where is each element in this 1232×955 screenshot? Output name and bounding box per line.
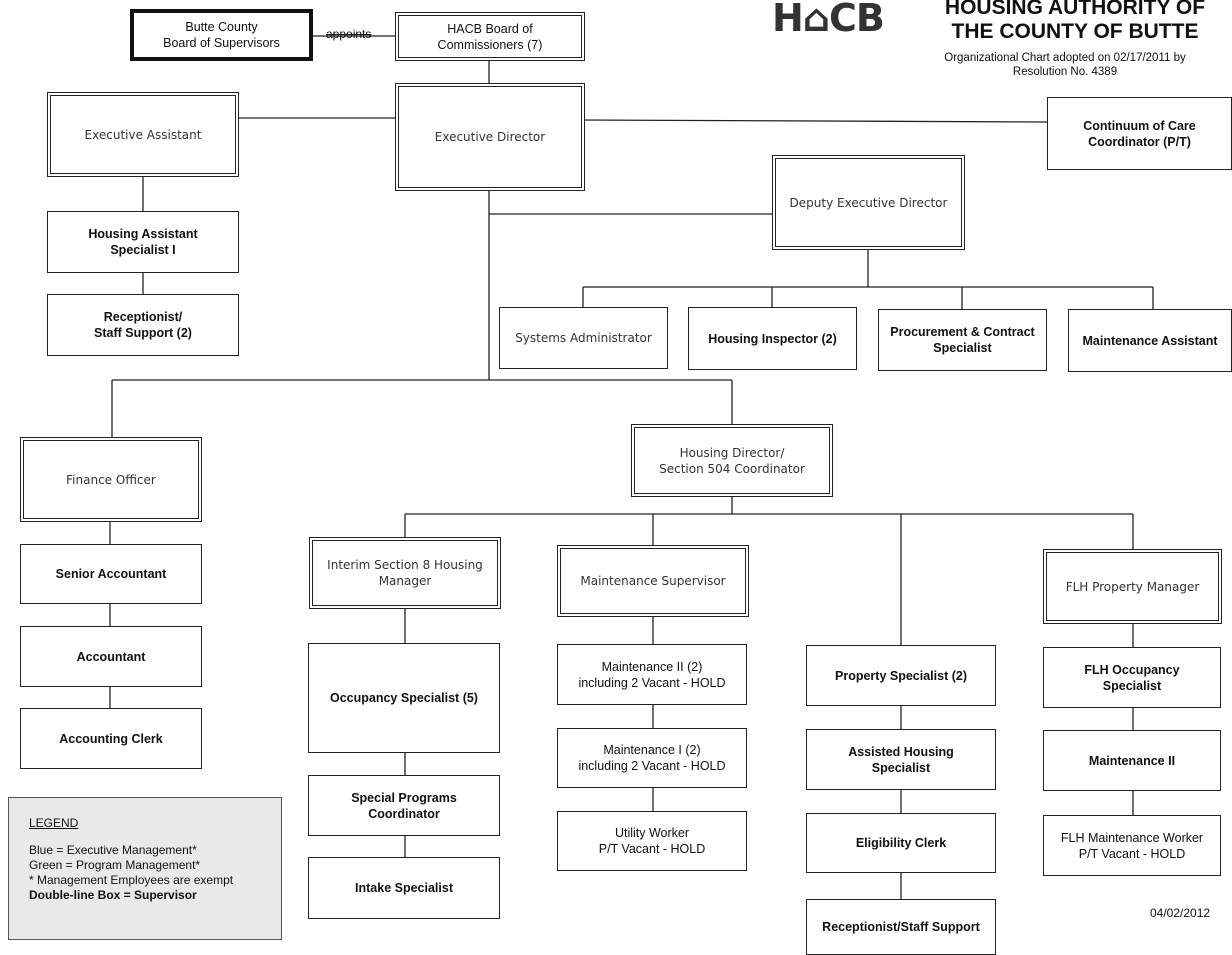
box-housing-assistant-specialist: Housing Assistant Specialist I [47, 211, 239, 273]
legend-line: Blue = Executive Management* [29, 843, 197, 857]
box-property-specialist: Property Specialist (2) [806, 645, 996, 706]
box-housing-director: Housing Director/ Section 504 Coordinato… [631, 424, 833, 497]
box-flh-property-manager: FLH Property Manager [1043, 549, 1222, 624]
box-flh-maintenance-worker: FLH Maintenance Worker P/T Vacant - HOLD [1043, 815, 1221, 876]
box-section8-manager: Interim Section 8 Housing Manager [309, 537, 501, 609]
box-special-programs-coordinator: Special Programs Coordinator [308, 775, 500, 836]
box-intake-specialist: Intake Specialist [308, 857, 500, 919]
box-occupancy-specialist: Occupancy Specialist (5) [308, 643, 500, 753]
box-finance-officer: Finance Officer [20, 437, 202, 522]
box-housing-inspector: Housing Inspector (2) [688, 307, 857, 370]
box-eligibility-clerk: Eligibility Clerk [806, 813, 996, 873]
box-systems-administrator: Systems Administrator [499, 307, 668, 369]
box-receptionist-staff-support-2: Receptionist/Staff Support [806, 899, 996, 955]
box-deputy-executive-director: Deputy Executive Director [772, 155, 965, 250]
box-accounting-clerk: Accounting Clerk [20, 708, 202, 769]
box-board-of-commissioners: HACB Board of Commissioners (7) [395, 12, 585, 61]
box-maintenance-assistant: Maintenance Assistant [1068, 309, 1232, 372]
legend-line: * Management Employees are exempt [29, 873, 234, 887]
box-executive-assistant: Executive Assistant [47, 92, 239, 177]
appoints-label: appoints [326, 27, 372, 41]
box-executive-director: Executive Director [395, 83, 585, 191]
legend-heading: LEGEND [29, 816, 79, 830]
box-receptionist-staff-support: Receptionist/ Staff Support (2) [47, 294, 239, 356]
box-continuum-of-care: Continuum of Care Coordinator (P/T) [1047, 97, 1232, 170]
box-accountant: Accountant [20, 626, 202, 687]
legend-line: Green = Program Management* [29, 858, 201, 872]
box-assisted-housing-specialist: Assisted Housing Specialist [806, 729, 996, 790]
box-flh-maintenance-ii: Maintenance II [1043, 730, 1221, 791]
chart-date: 04/02/2012 [1150, 906, 1211, 920]
hacb-logo: H⌂CB [772, 0, 885, 40]
box-maintenance-supervisor: Maintenance Supervisor [557, 545, 749, 617]
box-board-of-supervisors: Butte County Board of Supervisors [130, 9, 313, 61]
box-procurement-specialist: Procurement & Contract Specialist [878, 309, 1047, 371]
box-maintenance-i: Maintenance I (2) including 2 Vacant - H… [557, 728, 747, 788]
box-maintenance-ii: Maintenance II (2) including 2 Vacant - … [557, 644, 747, 705]
box-senior-accountant: Senior Accountant [20, 544, 202, 604]
box-utility-worker: Utility Worker P/T Vacant - HOLD [557, 811, 747, 871]
org-title: HOUSING AUTHORITY OF THE COUNTY OF BUTTE [944, 0, 1206, 43]
box-flh-occupancy-specialist: FLH Occupancy Specialist [1043, 647, 1221, 708]
legend-line: Double-line Box = Supervisor [29, 888, 197, 902]
org-subtitle: Organizational Chart adopted on 02/17/20… [944, 52, 1186, 78]
legend: LEGEND Blue = Executive Management* Gree… [8, 797, 282, 940]
